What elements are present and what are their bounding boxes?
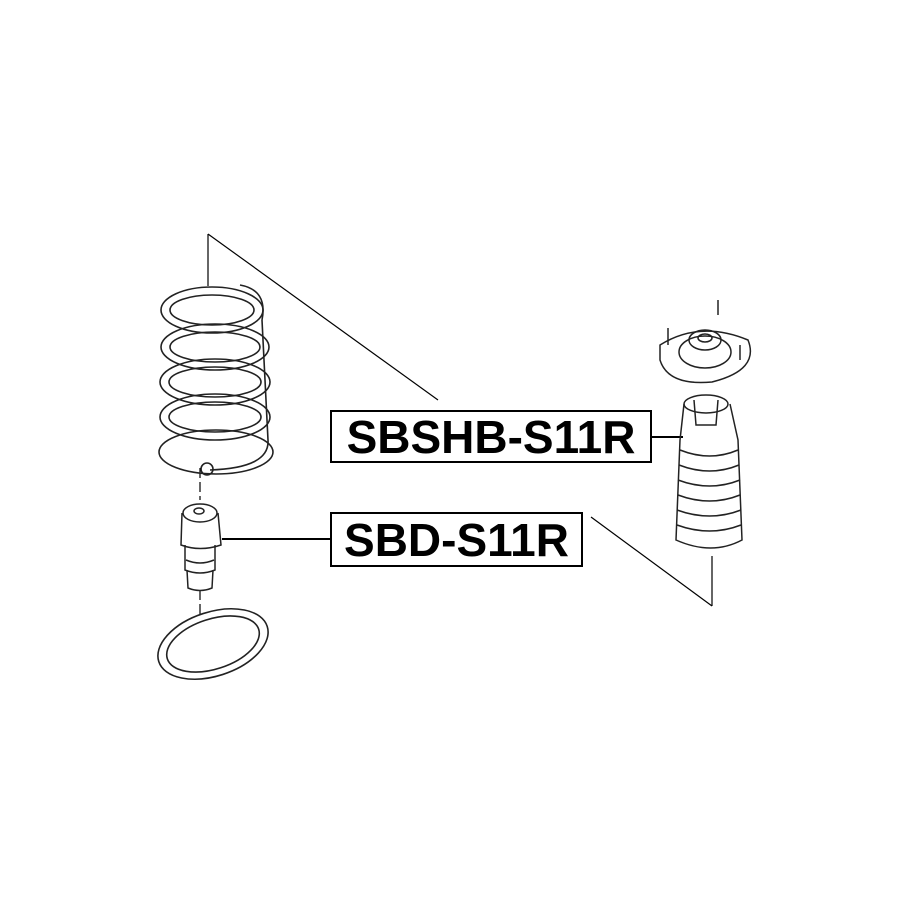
strut-mount	[659, 300, 752, 384]
part-label-sbd: SBD-S11R	[330, 512, 583, 567]
leader-lines	[199, 233, 713, 615]
coil-spring	[158, 284, 274, 476]
bump-stop	[180, 503, 222, 592]
spring-seat	[157, 608, 269, 680]
part-label-sbshb: SBSHB-S11R	[330, 410, 652, 463]
dust-boot	[675, 394, 743, 549]
